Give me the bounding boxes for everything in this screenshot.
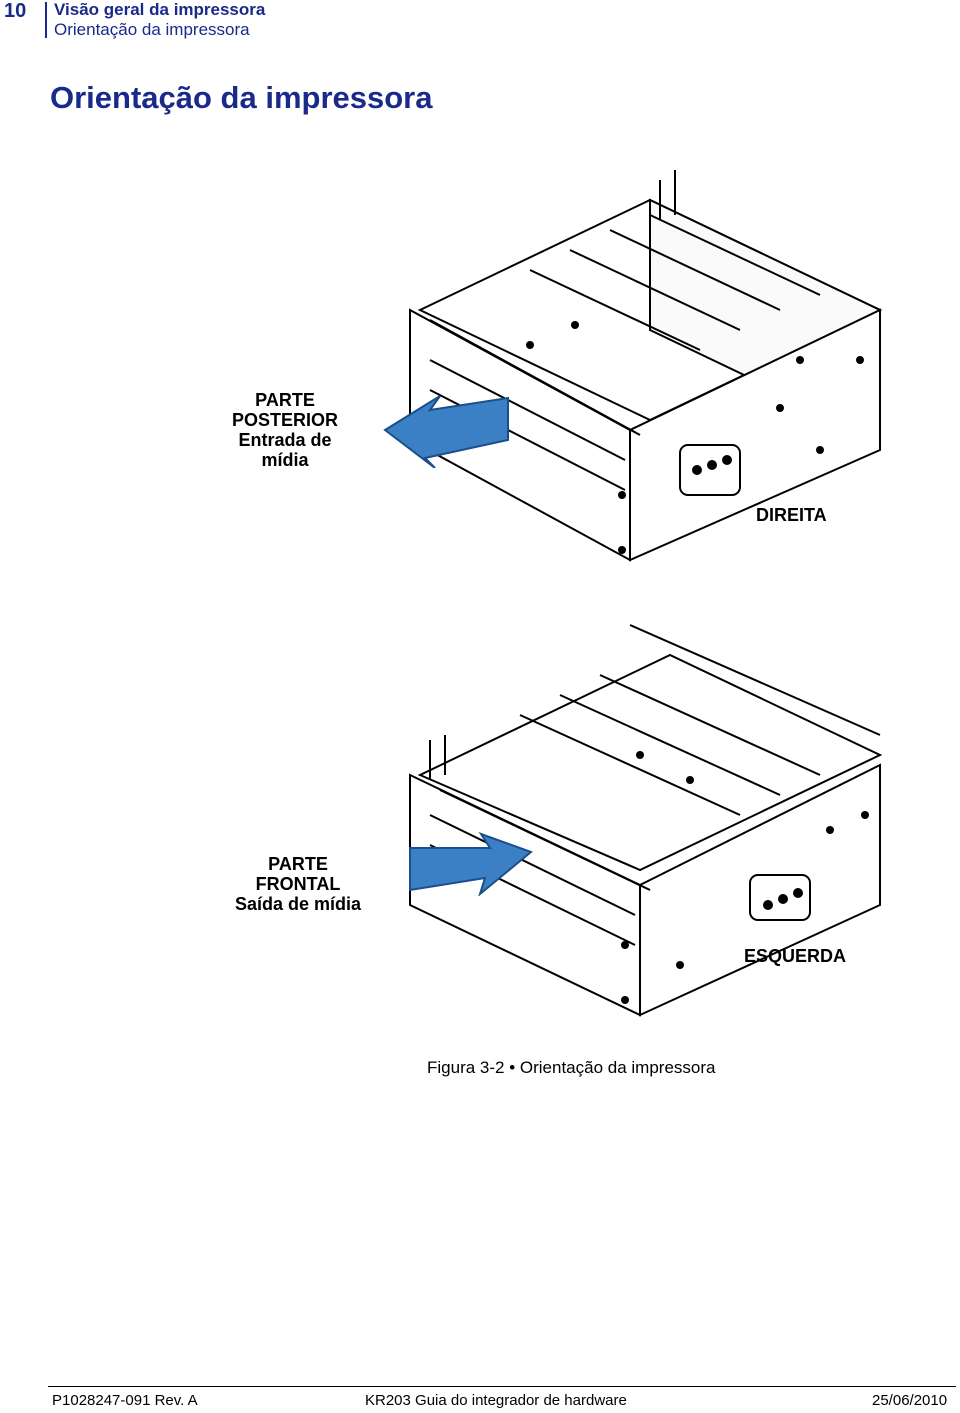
front-label-line-1: PARTE [268,854,328,874]
printer-front-illustration [409,624,883,1017]
front-label-line-3: Saída de mídia [234,894,362,914]
rear-label-line-1: PARTE [255,390,315,410]
page-number: 10 [4,0,27,22]
footer-rule [48,1386,956,1387]
media-exit-arrow-icon [409,832,533,896]
left-label: ESQUERDA [744,946,847,966]
rear-label-line-4: mídia [261,450,309,470]
rear-label-line-2: POSTERIOR [231,410,338,430]
page-title: Orientação da impressora [50,80,433,115]
front-label: PARTE FRONTAL Saída de mídia [218,854,378,914]
front-label-line-2: FRONTAL [255,874,341,894]
rear-label-line-3: Entrada de [238,430,332,450]
footer-doc-title: KR203 Guia do integrador de hardware [365,1392,627,1409]
header-rule [45,2,47,38]
right-label: DIREITA [756,505,827,525]
rear-label: PARTE POSTERIOR Entrada de mídia [225,390,345,470]
figure-caption: Figura 3-2 • Orientação da impressora [427,1058,716,1077]
printer-rear-illustration [409,170,883,562]
section-title: Orientação da impressora [54,20,250,39]
footer-doc-id: P1028247-091 Rev. A [52,1392,198,1409]
chapter-title: Visão geral da impressora [54,0,266,19]
footer-date: 25/06/2010 [872,1392,948,1409]
media-entry-arrow-icon [383,395,509,468]
